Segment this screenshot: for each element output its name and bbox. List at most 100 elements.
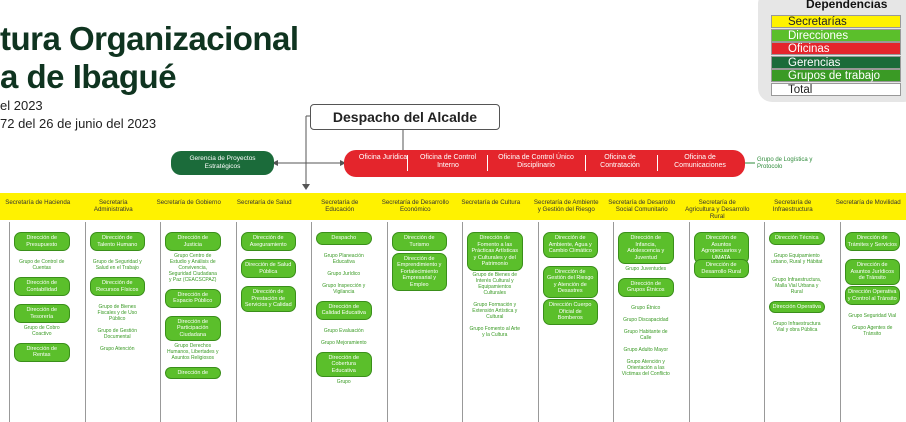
legend-item: Direcciones xyxy=(771,28,901,42)
grupo-item: Grupo Discapacidad xyxy=(623,316,669,323)
secretaria-header: Secretaría de Infraestructura xyxy=(772,199,813,213)
legend-item: Secretarías xyxy=(771,15,901,28)
direccion-box: Dirección Operativa xyxy=(769,300,825,313)
secretaria-connector xyxy=(688,222,690,422)
secretaria-header: Secretaría de Movilidad xyxy=(835,199,901,206)
grupo-item: Grupo Jurídico xyxy=(327,270,361,277)
direccion-box: Dirección de Contabilidad xyxy=(14,277,70,296)
secretaria-connector xyxy=(84,222,86,422)
direccion-box: Dirección de Ambiente, Agua y Cambio Cli… xyxy=(542,232,598,258)
grupo-item: Grupo Infraestructura, Malla Vial Urbana… xyxy=(772,276,822,295)
page-subtitle-line2: 72 del 26 de junio del 2023 xyxy=(0,116,157,131)
grupo-item: Grupo Formación y Extensión Artística y … xyxy=(472,302,518,320)
grupo-item: Grupo Habitante de Calle xyxy=(623,328,668,341)
secretaria-header: Secretaría de Educación xyxy=(321,199,359,213)
grupo-item: Grupo de Bienes Fiscales y de Uso Públic… xyxy=(97,304,137,322)
secretaria-header: Secretaría de Ambiente y Gestión del Rie… xyxy=(533,199,599,213)
direccion-box: Dirección de Trámites y Servicios xyxy=(844,232,900,251)
direccion-box: Dirección de Recursos Físicos xyxy=(89,277,145,296)
direccion-box: Dirección de Espacio Público xyxy=(165,288,221,308)
secretaria-header: Secretaría de Desarrollo Social Comunita… xyxy=(608,199,676,213)
secretaria-header: Secretaría de Cultura xyxy=(461,199,521,206)
direccion-box: Dirección de Calidad Educativa xyxy=(316,300,372,320)
secretaria-connector xyxy=(537,222,539,422)
oficinas-bar xyxy=(344,150,745,177)
grupo-item: Grupo Planeación Educativa xyxy=(323,252,364,265)
direccion-box: Dirección de Salud Pública xyxy=(240,259,296,278)
oficina-item: Oficina de Contratación xyxy=(600,154,640,169)
page-title-line1: tura Organizacional xyxy=(0,20,299,57)
secretaria-header: Secretaría Administrativa xyxy=(93,199,133,213)
legend-title: Dependencias xyxy=(806,0,888,11)
grupo-item: Grupo Juventudes xyxy=(625,265,667,272)
direccion-box: Dirección Operativa y Control al Tránsit… xyxy=(844,286,900,305)
page-title-line2: a de Ibagué xyxy=(0,58,177,95)
grupo-item: Grupo Derechos Humanos, Libertades y Asu… xyxy=(167,342,219,361)
grupo-logistica: Grupo de Logística y Protocolo xyxy=(757,157,813,170)
oficina-item: Oficina de Comunicaciones xyxy=(674,154,726,169)
secretaria-connector xyxy=(764,222,765,422)
oficina-separator xyxy=(407,155,408,171)
secretaria-connector xyxy=(160,222,161,422)
secretaria-header: Secretaría de Agricultura y Desarrollo R… xyxy=(685,199,750,220)
grupo-item: Grupo Centro de Estudio y Análisis de Co… xyxy=(168,252,217,283)
secretaria-connector xyxy=(386,222,388,422)
direccion-box: Dirección de xyxy=(165,366,221,379)
direccion-box: Dirección de Aseguramiento xyxy=(240,232,296,251)
oficina-item: Oficina de Control Único Disciplinario xyxy=(498,154,574,169)
grupo-item: Grupo Atención xyxy=(100,346,135,352)
secretaria-header: Secretaría de Hacienda xyxy=(5,199,71,206)
direccion-box: Despacho xyxy=(316,232,372,245)
direccion-box: Dirección de Justicia xyxy=(165,232,221,251)
direccion-box: Dirección de Grupos Étnicos xyxy=(618,277,674,297)
grupo-item: Grupo Atención y Orientación a las Vícti… xyxy=(621,358,670,377)
secretaria-header: Secretaría de Gobierno xyxy=(156,199,221,206)
grupo-item: Grupo de Control de Cuentas xyxy=(19,259,65,271)
direccion-box: Dirección de Tesorería xyxy=(14,304,70,323)
secretaria-connector xyxy=(839,222,841,422)
grupo-item: Grupo Mejoramiento xyxy=(320,339,367,346)
grupo-item: Grupo Agentes de Tránsito xyxy=(852,325,893,337)
secretaria-header: Secretaría de Desarrollo Económico xyxy=(381,199,449,213)
grupo-item: Grupo Infraestructura Vial y obra Públic… xyxy=(772,321,821,333)
secretaria-connector xyxy=(462,222,463,422)
direccion-box: Dirección de Asuntos Jurídicos de Tránsi… xyxy=(844,259,900,285)
direccion-box: Dirección de Infancia, Adolescencia y Ju… xyxy=(618,232,674,264)
direccion-box: Dirección de Gestión del Riesgo y Atenci… xyxy=(542,265,598,298)
page-subtitle-line1: el 2023 xyxy=(0,98,43,113)
direccion-box: Dirección de Talento Humano xyxy=(89,232,145,251)
oficina-item: Oficina de Control Interno xyxy=(419,154,477,169)
legend-item: Gerencias xyxy=(771,55,901,69)
direccion-box: Dirección de Rentas xyxy=(14,342,70,362)
direccion-box: Dirección de Emprendimiento y Fortalecim… xyxy=(391,252,447,291)
grupo-item: Grupo de Gestión Documental xyxy=(97,328,137,340)
direccion-box: Dirección de Desarrollo Rural xyxy=(693,259,749,278)
secretaria-connector xyxy=(311,222,312,422)
secretaria-connector xyxy=(9,222,10,422)
connector-lines xyxy=(272,115,755,190)
gerencia-proyectos-box: Gerencia de Proyectos Estratégicos xyxy=(171,151,274,175)
secretaria-connector xyxy=(613,222,614,422)
direccion-box: Dirección de Turismo xyxy=(391,232,447,251)
direccion-box: Dirección Cuerpo Oficial de Bomberos xyxy=(542,299,598,325)
oficina-separator xyxy=(585,155,586,171)
grupo-item: Grupo Seguridad Vial xyxy=(848,313,897,319)
grupo-item: Grupo de Seguridad y Salud en el Trabajo xyxy=(92,259,142,271)
direccion-box: Dirección de Prestación de Servicios y C… xyxy=(240,286,296,312)
secretarias-band xyxy=(0,193,906,220)
grupo-item: Grupo Evaluación xyxy=(323,327,364,334)
grupo-item: Grupo Étnico xyxy=(631,304,661,311)
legend-item: Grupos de trabajo xyxy=(771,69,901,82)
direccion-box: Dirección de Asuntos Agropecuarios y UMA… xyxy=(693,232,749,264)
direccion-box: Dirección de Fomento a las Prácticas Art… xyxy=(467,232,523,271)
grupo-item: Grupo de Cobro Coactivo xyxy=(23,324,60,337)
grupo-item: Grupo Adulto Mayor xyxy=(623,346,668,353)
secretaria-connector xyxy=(235,222,237,422)
grupo-item: Grupo xyxy=(336,378,351,385)
legend-item: Oficinas xyxy=(771,42,901,55)
grupo-item: Grupo Inspección y Vigilancia xyxy=(322,282,366,295)
secretaria-header: Secretaría de Salud xyxy=(236,199,292,206)
oficina-separator xyxy=(657,155,658,171)
oficina-separator xyxy=(487,155,488,171)
grupo-item: Grupo de Bienes de Interés Cultural y Eq… xyxy=(472,272,517,296)
